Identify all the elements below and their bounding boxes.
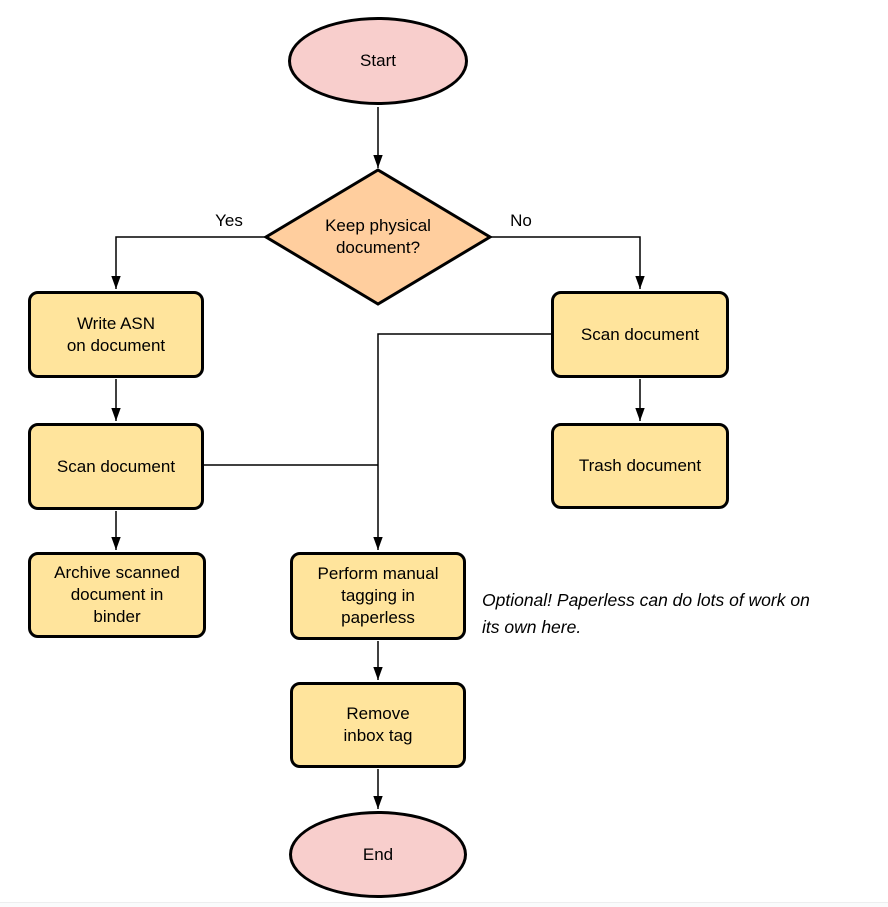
page-bottom-edge (0, 902, 888, 907)
edge-label-yes: Yes (215, 211, 243, 230)
flow-node-end: End (289, 811, 467, 898)
flow-node-archive-in-binder: Archive scanned document in binder (28, 552, 206, 638)
optional-note: Optional! Paperless can do lots of work … (482, 590, 810, 637)
flow-node-decision-label: Keep physical document? (325, 216, 431, 257)
flow-node-trash-document: Trash document (551, 423, 729, 509)
flow-node-start: Start (288, 17, 468, 105)
flow-node-scan-document-left: Scan document (28, 423, 204, 510)
flow-node-manual-tagging: Perform manual tagging in paperless (290, 552, 466, 640)
flow-node-remove-inbox-tag: Remove inbox tag (290, 682, 466, 768)
flow-node-scan-document-right: Scan document (551, 291, 729, 378)
edge-label-no: No (510, 211, 532, 230)
edge-decision-writeasn (111, 236, 266, 289)
edge-decision-scanright (490, 236, 645, 289)
flow-node-write-asn: Write ASN on document (28, 291, 204, 378)
edge-scanright-tagging (373, 333, 551, 550)
decision-diamond-shape (263, 168, 493, 306)
